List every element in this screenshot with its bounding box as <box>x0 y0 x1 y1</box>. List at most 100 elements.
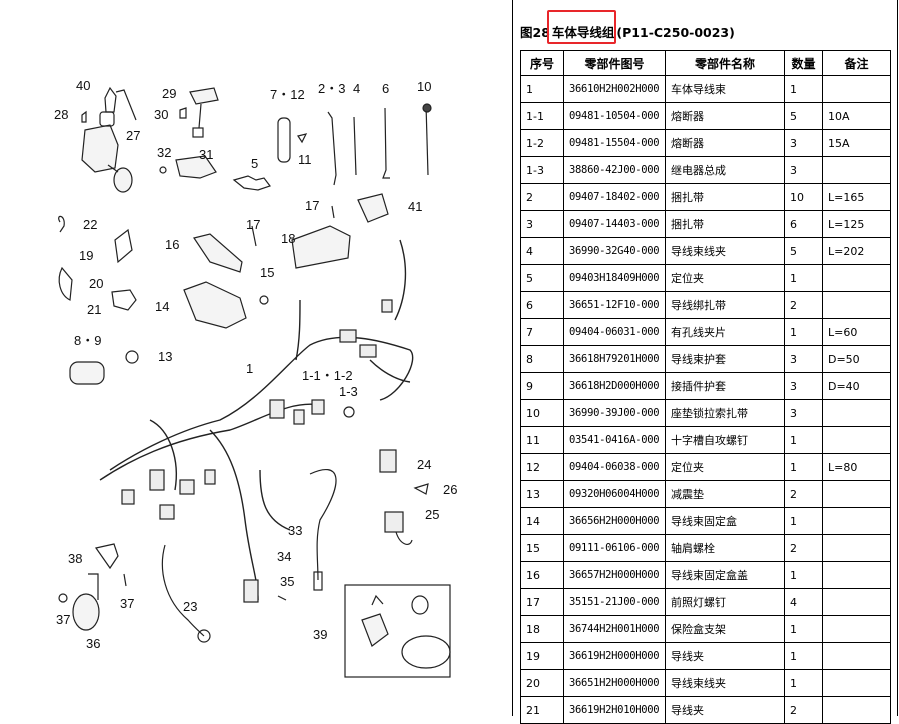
callout-33: 33 <box>288 523 303 538</box>
part-number-cell: 35151-21J00-000 <box>563 588 666 616</box>
quantity-cell: 6 <box>784 210 823 238</box>
part-number-cell: 36610H2H002H000 <box>563 75 666 103</box>
seq-cell: 6 <box>520 291 564 319</box>
callout-40: 40 <box>76 78 91 93</box>
seq-cell: 4 <box>520 237 564 265</box>
quantity-cell: 1 <box>784 669 823 697</box>
callout-37a: 37 <box>120 596 135 611</box>
quantity-cell: 1 <box>784 426 823 454</box>
part-name-cell: 定位夹 <box>665 264 785 292</box>
part-number-cell: 09407-14403-000 <box>563 210 666 238</box>
part-number-cell: 09111-06106-000 <box>563 534 666 562</box>
callout-34: 34 <box>277 549 292 564</box>
red-highlight-box <box>546 10 616 44</box>
part-name-cell: 车体导线束 <box>665 75 785 103</box>
figure-title-highlighted: 车体导线组 <box>546 10 617 44</box>
quantity-cell: 1 <box>784 561 823 589</box>
remarks-cell: L=165 <box>822 183 891 211</box>
part-number-cell: 36656H2H000H000 <box>563 507 666 535</box>
callout-37b: 37 <box>56 612 71 627</box>
part-number-cell: 36618H2D000H000 <box>563 372 666 400</box>
callout-11: 11 <box>298 152 312 167</box>
remarks-cell <box>822 588 891 616</box>
remarks-cell <box>822 291 891 319</box>
part-name-cell: 座垫锁拉索扎带 <box>665 399 785 427</box>
quantity-cell: 4 <box>784 588 823 616</box>
header-quantity: 数量 <box>784 50 823 76</box>
callout-23: 23 <box>183 599 198 614</box>
callout-26: 26 <box>443 482 458 497</box>
header-remarks: 备注 <box>822 50 891 76</box>
seq-cell: 1-2 <box>520 129 564 157</box>
part-name-cell: 减震垫 <box>665 480 785 508</box>
remarks-cell <box>822 399 891 427</box>
remarks-cell <box>822 507 891 535</box>
remarks-cell: 15A <box>822 129 891 157</box>
callout-21: 21 <box>87 302 102 317</box>
quantity-cell: 3 <box>784 345 823 373</box>
callout-27: 27 <box>126 128 141 143</box>
part-number-cell: 38860-42J00-000 <box>563 156 666 184</box>
seq-cell: 21 <box>520 696 564 724</box>
part-name-cell: 熔断器 <box>665 129 785 157</box>
remarks-cell <box>822 642 891 670</box>
callout-1-1-1-2: 1-1・1-2 <box>302 368 353 383</box>
seq-cell: 5 <box>520 264 564 292</box>
seq-cell: 14 <box>520 507 564 535</box>
callout-29: 29 <box>162 86 177 101</box>
callout-13: 13 <box>158 349 173 364</box>
part-name-cell: 导线绑扎带 <box>665 291 785 319</box>
callout-22: 22 <box>83 217 98 232</box>
part-number-cell: 36619H2H010H000 <box>563 696 666 724</box>
part-name-cell: 导线束固定盒 <box>665 507 785 535</box>
quantity-cell: 1 <box>784 642 823 670</box>
part-name-cell: 捆扎带 <box>665 210 785 238</box>
seq-cell: 19 <box>520 642 564 670</box>
callout-1-3: 1-3 <box>339 384 358 399</box>
seq-cell: 17 <box>520 588 564 616</box>
quantity-cell: 2 <box>784 480 823 508</box>
panel-divider <box>512 0 513 716</box>
part-name-cell: 导线夹 <box>665 696 785 724</box>
callout-19: 19 <box>79 248 94 263</box>
callout-32: 32 <box>157 145 172 160</box>
callout-2-3: 2・3 <box>318 81 346 96</box>
quantity-cell: 1 <box>784 75 823 103</box>
seq-cell: 18 <box>520 615 564 643</box>
callout-10: 10 <box>417 79 432 94</box>
part-name-cell: 保险盒支架 <box>665 615 785 643</box>
part-name-cell: 轴肩螺栓 <box>665 534 785 562</box>
callout-8-9: 8・9 <box>74 333 102 348</box>
quantity-cell: 5 <box>784 102 823 130</box>
remarks-cell <box>822 264 891 292</box>
quantity-cell: 3 <box>784 129 823 157</box>
seq-cell: 15 <box>520 534 564 562</box>
remarks-cell <box>822 615 891 643</box>
quantity-cell: 3 <box>784 399 823 427</box>
part-number-cell: 09404-06038-000 <box>563 453 666 481</box>
part-number-cell: 09407-18402-000 <box>563 183 666 211</box>
seq-cell: 1-1 <box>520 102 564 130</box>
remarks-cell <box>822 75 891 103</box>
part-number-cell: 36619H2H000H000 <box>563 642 666 670</box>
seq-cell: 12 <box>520 453 564 481</box>
exploded-parts-diagram: 40 28 27 29 30 32 31 5 7・12 11 2・3 4 6 1… <box>54 78 458 678</box>
quantity-cell: 1 <box>784 615 823 643</box>
part-number-cell: 09404-06031-000 <box>563 318 666 346</box>
part-name-cell: 定位夹 <box>665 453 785 481</box>
